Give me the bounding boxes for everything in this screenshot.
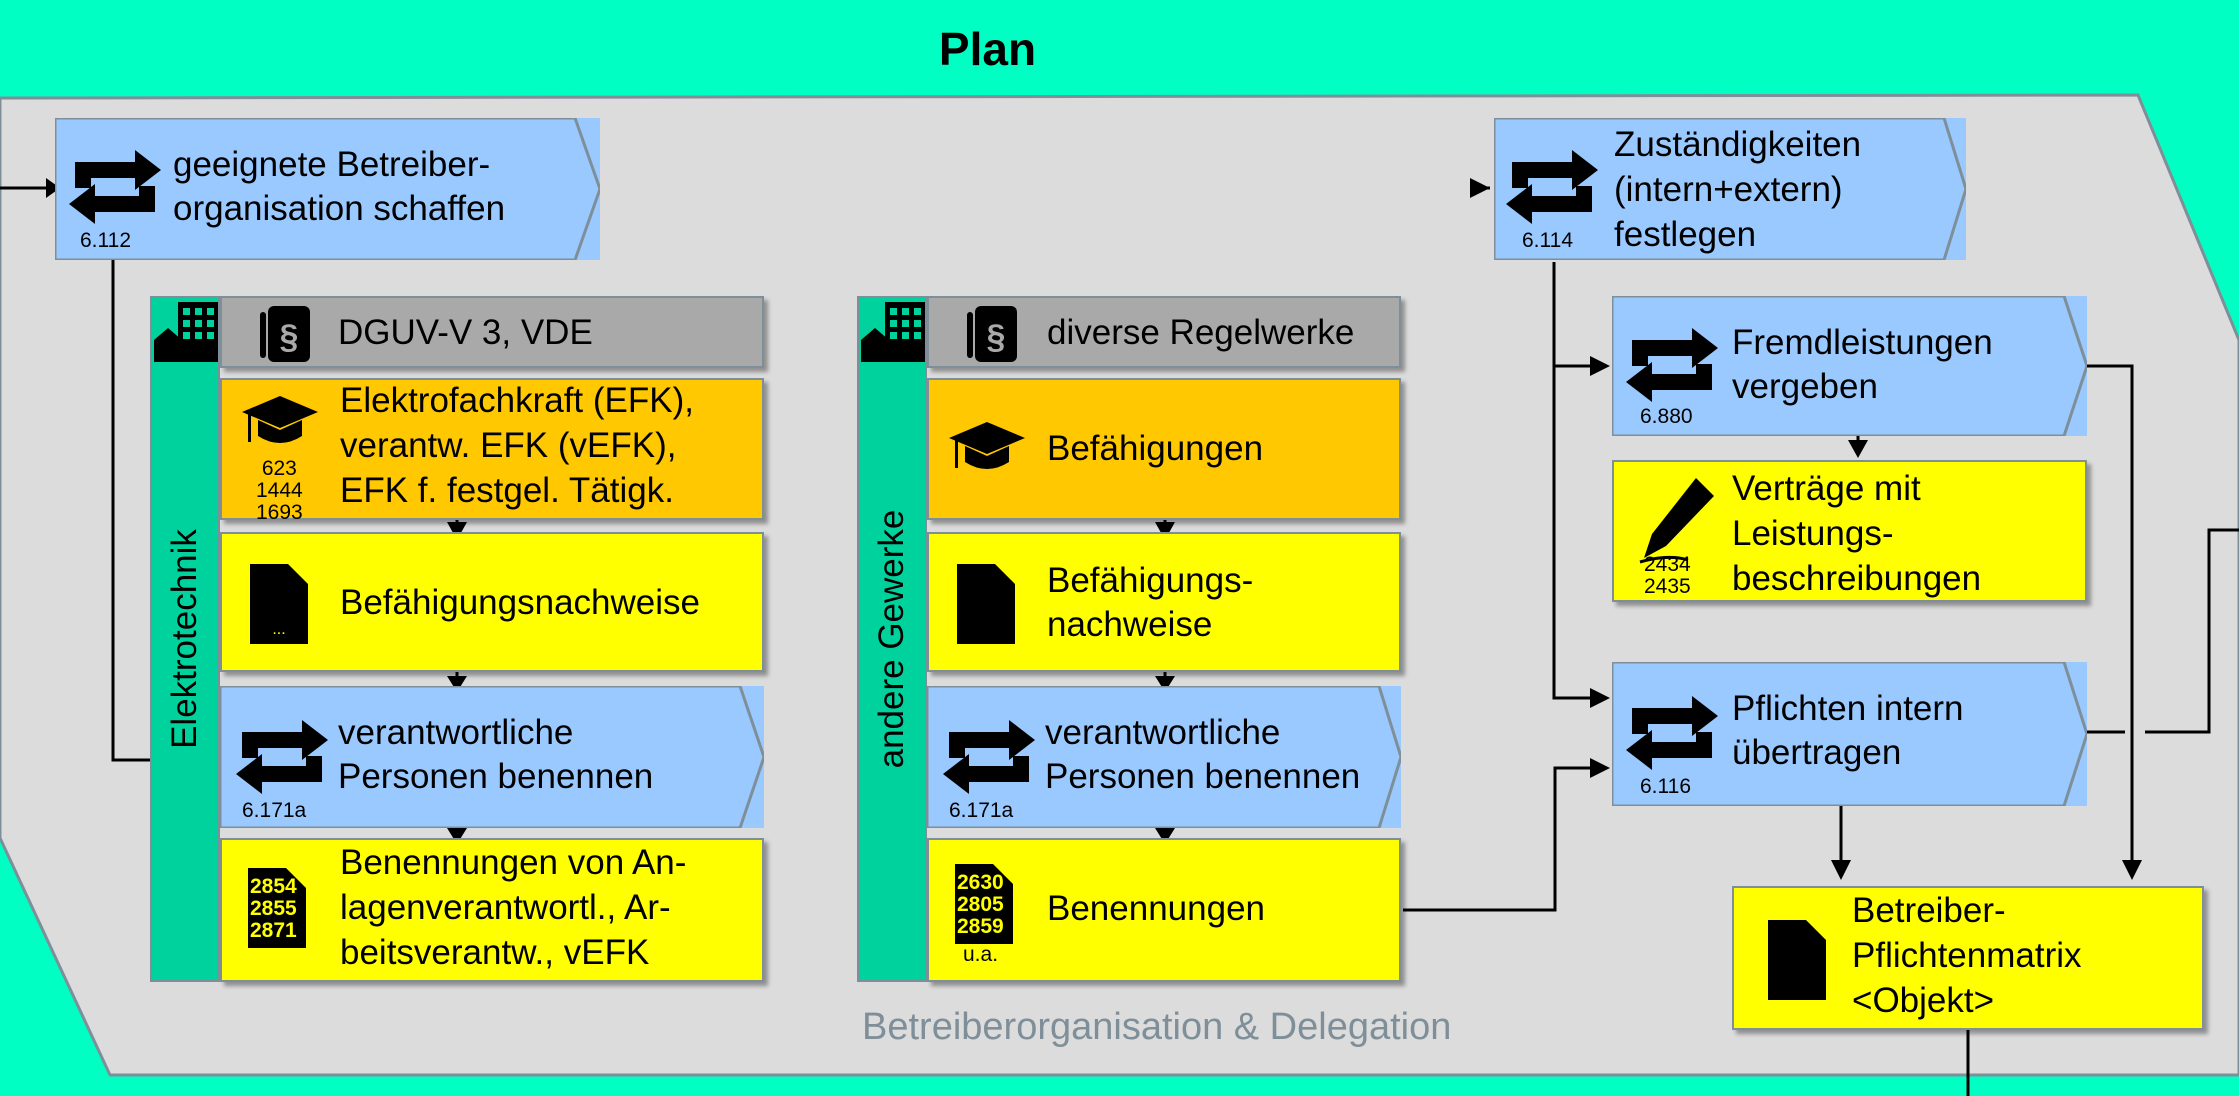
process-label: Zuständigkeiten [1614, 125, 1862, 164]
regulation-box-other: § diverse Regelwerke [927, 296, 1401, 368]
process-number: 6.880 [1640, 405, 1693, 428]
duties-matrix-box: Betreiber- Pflichtenmatrix <Objekt> [1732, 886, 2204, 1030]
qualification-label: Befähigungen [1047, 429, 1264, 468]
matrix-label: <Objekt> [1852, 981, 1995, 1020]
contracts-label: Verträge mit [1732, 469, 1921, 508]
process-create-operator-organisation[interactable]: geeignete Betreiber- organisation schaff… [55, 118, 600, 260]
proof-label: nachweise [1047, 605, 1213, 644]
regulation-label: DGUV-V 3, VDE [338, 313, 593, 352]
graduation-cap-icon [949, 422, 1025, 469]
process-award-external-services[interactable]: Fremdleistungen vergeben 6.880 [1612, 296, 2087, 436]
appointments-label: beitsverantw., vEFK [340, 933, 650, 972]
process-label: festlegen [1614, 215, 1757, 254]
process-transfer-duties[interactable]: Pflichten intern übertragen 6.116 [1612, 662, 2087, 806]
paragraph-document-icon: § [260, 306, 310, 362]
document-icon: ... [250, 564, 308, 644]
process-number: 6.116 [1640, 775, 1691, 798]
process-label: verantwortliche [338, 713, 574, 752]
building-icon [154, 302, 218, 362]
pen-icon [1639, 478, 1714, 564]
lane-label: Elektrotechnik [165, 529, 204, 749]
process-number: 6.112 [80, 229, 131, 252]
repeat-icon [943, 720, 1035, 794]
phase-title: Plan [938, 23, 1037, 75]
contracts-label: Leistungs- [1732, 514, 1894, 553]
matrix-label: Pflichtenmatrix [1852, 936, 2082, 975]
process-label: Pflichten intern [1732, 689, 1964, 728]
proof-label: Befähigungsnachweise [340, 583, 700, 622]
lane-other-trades: andere Gewerke [857, 296, 927, 982]
process-number: 6.171a [242, 799, 307, 822]
svg-text:...: ... [272, 621, 285, 638]
appointments-label: Benennungen von An- [340, 843, 687, 882]
svg-text:§: § [987, 318, 1006, 356]
appointments-label: lagenverantwortl., Ar- [340, 888, 671, 927]
lane-electrical: Elektrotechnik [150, 296, 220, 982]
graduation-cap-icon [242, 396, 318, 443]
qualification-box-other: Befähigungen [927, 378, 1401, 520]
process-define-responsibilities[interactable]: Zuständigkeiten (intern+extern) festlege… [1494, 118, 1966, 260]
process-label: (intern+extern) [1614, 170, 1843, 209]
proof-box-other: Befähigungs- nachweise [927, 532, 1401, 672]
qualification-label: EFK f. festgel. Tätigk. [340, 471, 674, 510]
svg-text:§: § [280, 318, 299, 356]
appointments-label: Benennungen [1047, 889, 1265, 928]
document-icon [1768, 920, 1826, 1000]
regulation-box-electrical: § DGUV-V 3, VDE [220, 296, 764, 368]
proof-label: Befähigungs- [1047, 561, 1254, 600]
repeat-icon [236, 720, 328, 794]
contracts-label: beschreibungen [1732, 559, 1982, 598]
lane-label: andere Gewerke [872, 509, 911, 769]
process-name-responsible-other[interactable]: verantwortliche Personen benennen 6.171a [927, 686, 1401, 828]
matrix-label: Betreiber- [1852, 891, 2006, 930]
document-icon [955, 864, 1013, 944]
process-label: Personen benennen [338, 757, 654, 796]
phase-area-caption: Betreiberorganisation & Delegation [862, 1006, 1452, 1048]
repeat-icon [69, 150, 161, 224]
process-label: Personen benennen [1045, 757, 1361, 796]
paragraph-document-icon: § [967, 306, 1017, 362]
document-numbers-extra: u.a. [963, 943, 999, 966]
process-label: Fremdleistungen [1732, 323, 1993, 362]
process-label: übertragen [1732, 733, 1902, 772]
process-label: verantwortliche [1045, 713, 1281, 752]
process-number: 6.171a [949, 799, 1014, 822]
building-icon [861, 302, 925, 362]
document-icon [248, 868, 306, 948]
proof-box-electrical: ... Befähigungsnachweise [220, 532, 764, 672]
document-icon [957, 564, 1015, 644]
regulation-label: diverse Regelwerke [1047, 313, 1355, 352]
process-label: organisation schaffen [173, 189, 506, 228]
repeat-icon [1626, 328, 1718, 402]
process-name-responsible-electrical[interactable]: verantwortliche Personen benennen 6.171a [220, 686, 764, 828]
qualification-label: Elektrofachkraft (EFK), [340, 381, 694, 420]
qualification-label: verantw. EFK (vEFK), [340, 426, 677, 465]
repeat-icon [1626, 696, 1718, 770]
process-label: vergeben [1732, 367, 1878, 406]
repeat-icon [1506, 150, 1598, 224]
process-number: 6.114 [1522, 229, 1573, 252]
process-label: geeignete Betreiber- [173, 145, 491, 184]
